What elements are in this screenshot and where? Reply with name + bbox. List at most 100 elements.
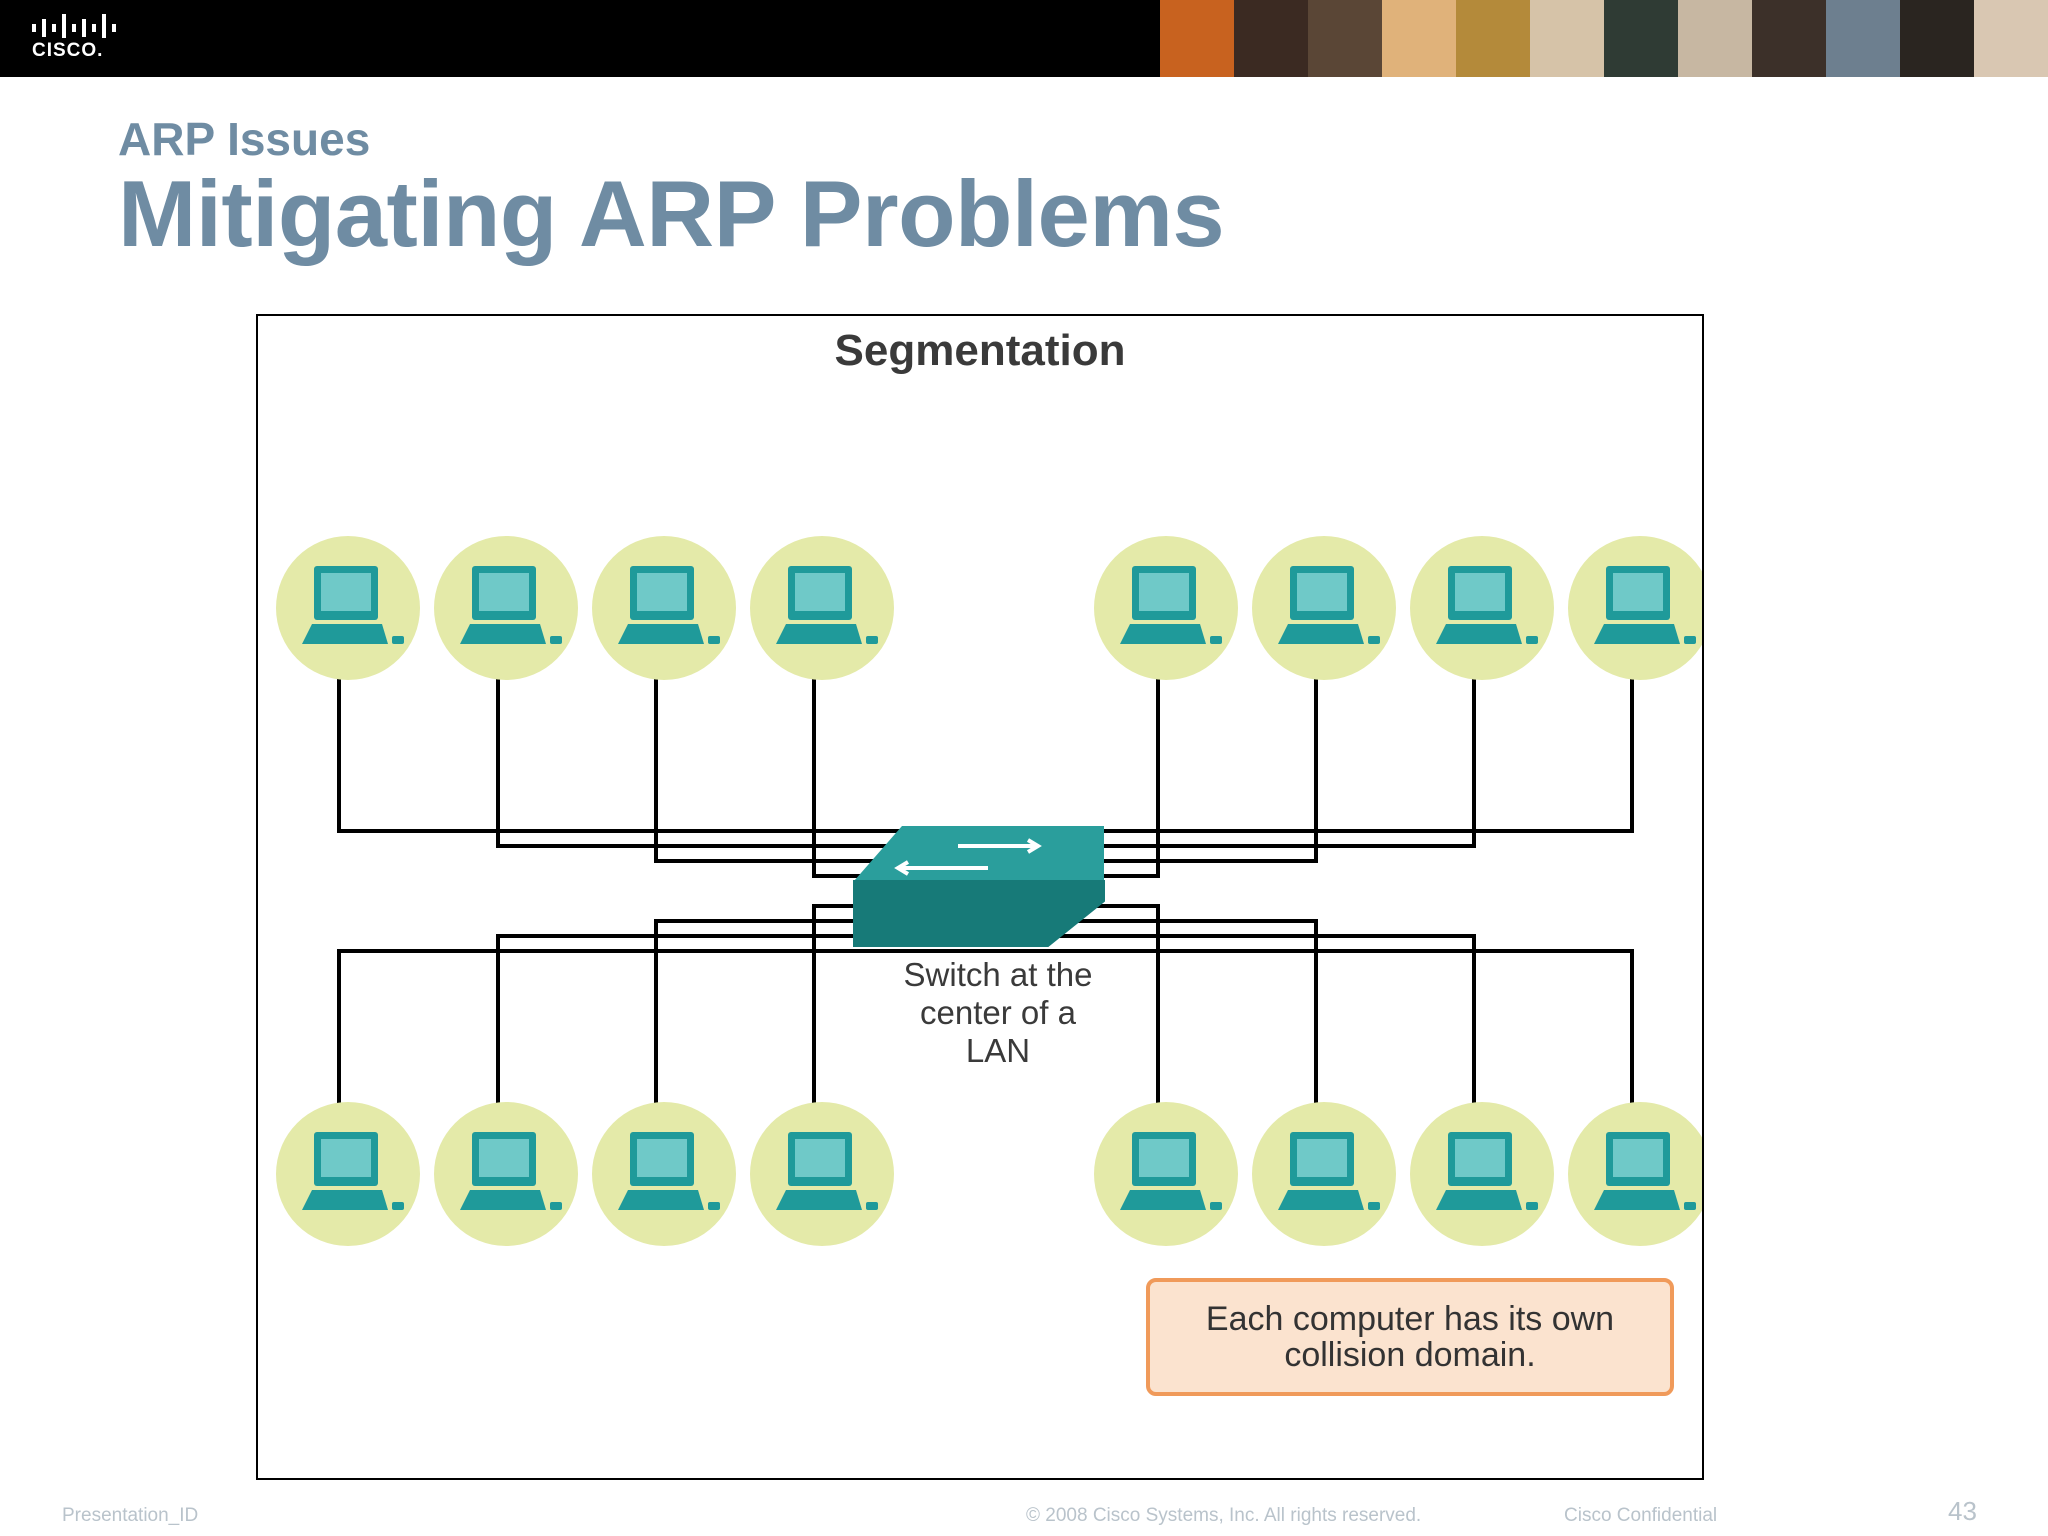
photo-tile bbox=[1974, 0, 2048, 77]
computer-top bbox=[434, 536, 578, 680]
wire-top-right bbox=[958, 668, 1476, 848]
computer-bottom bbox=[434, 1102, 578, 1246]
computer-screen bbox=[479, 573, 529, 611]
photo-tile bbox=[1826, 0, 1900, 77]
computer-keyboard-icon bbox=[460, 624, 546, 644]
computer-mouse-icon bbox=[708, 636, 720, 644]
computer-mouse-icon bbox=[1684, 636, 1696, 644]
computer-keyboard-icon bbox=[618, 624, 704, 644]
photo-tile bbox=[1382, 0, 1456, 77]
computer-screen bbox=[1613, 1139, 1663, 1177]
computer-screen bbox=[321, 573, 371, 611]
photo-tile bbox=[1604, 0, 1678, 77]
computer-bottom bbox=[1252, 1102, 1396, 1246]
computer-screen bbox=[1455, 573, 1505, 611]
computer-mouse-icon bbox=[1210, 636, 1222, 644]
computer-bottom bbox=[276, 1102, 420, 1246]
computer-screen bbox=[637, 1139, 687, 1177]
photo-tile bbox=[1456, 0, 1530, 77]
photo-tile bbox=[1752, 0, 1826, 77]
computer-screen bbox=[795, 573, 845, 611]
computer-top bbox=[592, 536, 736, 680]
cisco-logo-bars-icon bbox=[32, 14, 116, 38]
footer-presentation-id: Presentation_ID bbox=[62, 1505, 199, 1526]
computer-mouse-icon bbox=[392, 636, 404, 644]
wire-bottom-left bbox=[496, 934, 958, 1164]
photo-tile bbox=[1160, 0, 1234, 77]
wire-top-left bbox=[337, 668, 958, 833]
computer-keyboard-icon bbox=[1594, 624, 1680, 644]
computer-mouse-icon bbox=[1368, 636, 1380, 644]
computer-screen bbox=[1455, 1139, 1505, 1177]
computer-keyboard-icon bbox=[1278, 1190, 1364, 1210]
computer-keyboard-icon bbox=[776, 1190, 862, 1210]
computer-bottom bbox=[1410, 1102, 1554, 1246]
computer-keyboard-icon bbox=[1594, 1190, 1680, 1210]
photo-tile bbox=[1900, 0, 1974, 77]
computer-keyboard-icon bbox=[618, 1190, 704, 1210]
page-number: 43 bbox=[1948, 1496, 1977, 1526]
photo-tile bbox=[1530, 0, 1604, 77]
computer-mouse-icon bbox=[1684, 1202, 1696, 1210]
computer-keyboard-icon bbox=[1278, 624, 1364, 644]
switch-outline bbox=[853, 880, 1105, 947]
switch-front-face bbox=[854, 881, 1104, 946]
photo-tile bbox=[1678, 0, 1752, 77]
computer-screen bbox=[1139, 573, 1189, 611]
photo-strip bbox=[1160, 0, 2048, 77]
wire-top-left bbox=[654, 668, 958, 863]
computer-screen bbox=[1297, 1139, 1347, 1177]
computer-mouse-icon bbox=[708, 1202, 720, 1210]
wire-top-right bbox=[958, 668, 1634, 833]
slide-subtitle: ARP Issues bbox=[118, 113, 371, 165]
switch-icon bbox=[853, 826, 1105, 947]
top-banner: CISCO. bbox=[0, 0, 2048, 77]
computer-keyboard-icon bbox=[1120, 1190, 1206, 1210]
cisco-logo-text: CISCO. bbox=[32, 40, 104, 61]
computer-top bbox=[276, 536, 420, 680]
computer-mouse-icon bbox=[866, 1202, 878, 1210]
computer-keyboard-icon bbox=[776, 624, 862, 644]
computer-bottom bbox=[1094, 1102, 1238, 1246]
computer-mouse-icon bbox=[392, 1202, 404, 1210]
computer-mouse-icon bbox=[550, 1202, 562, 1210]
computer-top bbox=[750, 536, 894, 680]
computer-top bbox=[1410, 536, 1554, 680]
computer-top bbox=[1252, 536, 1396, 680]
computer-mouse-icon bbox=[1210, 1202, 1222, 1210]
switch-arrow-icon bbox=[958, 838, 1042, 854]
computer-screen bbox=[1139, 1139, 1189, 1177]
footer-confidential: Cisco Confidential bbox=[1564, 1505, 1718, 1526]
switch-arrow-icon bbox=[894, 860, 988, 876]
computer-screen bbox=[321, 1139, 371, 1177]
computer-screen bbox=[479, 1139, 529, 1177]
computer-mouse-icon bbox=[1526, 1202, 1538, 1210]
segmentation-figure: Segmentation Switch at the center of a L… bbox=[256, 314, 1704, 1480]
switch-label: Switch at the center of a LAN bbox=[858, 956, 1138, 1070]
switch-top-face bbox=[854, 826, 1104, 881]
computer-keyboard-icon bbox=[1120, 624, 1206, 644]
computer-mouse-icon bbox=[1526, 636, 1538, 644]
wire-bottom-left bbox=[337, 949, 958, 1164]
computer-top bbox=[1568, 536, 1702, 680]
computer-mouse-icon bbox=[550, 636, 562, 644]
computer-keyboard-icon bbox=[302, 624, 388, 644]
computer-keyboard-icon bbox=[1436, 1190, 1522, 1210]
slide-title: Mitigating ARP Problems bbox=[118, 161, 1225, 266]
switch-label-line: Switch at the bbox=[903, 956, 1093, 993]
photo-tile bbox=[1234, 0, 1308, 77]
wire-bottom-right bbox=[958, 949, 1634, 1164]
computer-bottom bbox=[750, 1102, 894, 1246]
wire-top-left bbox=[496, 668, 958, 848]
computer-screen bbox=[1297, 573, 1347, 611]
wire-bottom-right bbox=[958, 934, 1476, 1164]
computer-bottom bbox=[1568, 1102, 1702, 1246]
diagram-title: Segmentation bbox=[834, 326, 1126, 375]
switch-label-line: center of a bbox=[920, 994, 1076, 1031]
computer-screen bbox=[637, 573, 687, 611]
computer-top bbox=[1094, 536, 1238, 680]
computer-keyboard-icon bbox=[302, 1190, 388, 1210]
computer-screen bbox=[1613, 573, 1663, 611]
computer-screen bbox=[795, 1139, 845, 1177]
computer-keyboard-icon bbox=[1436, 624, 1522, 644]
